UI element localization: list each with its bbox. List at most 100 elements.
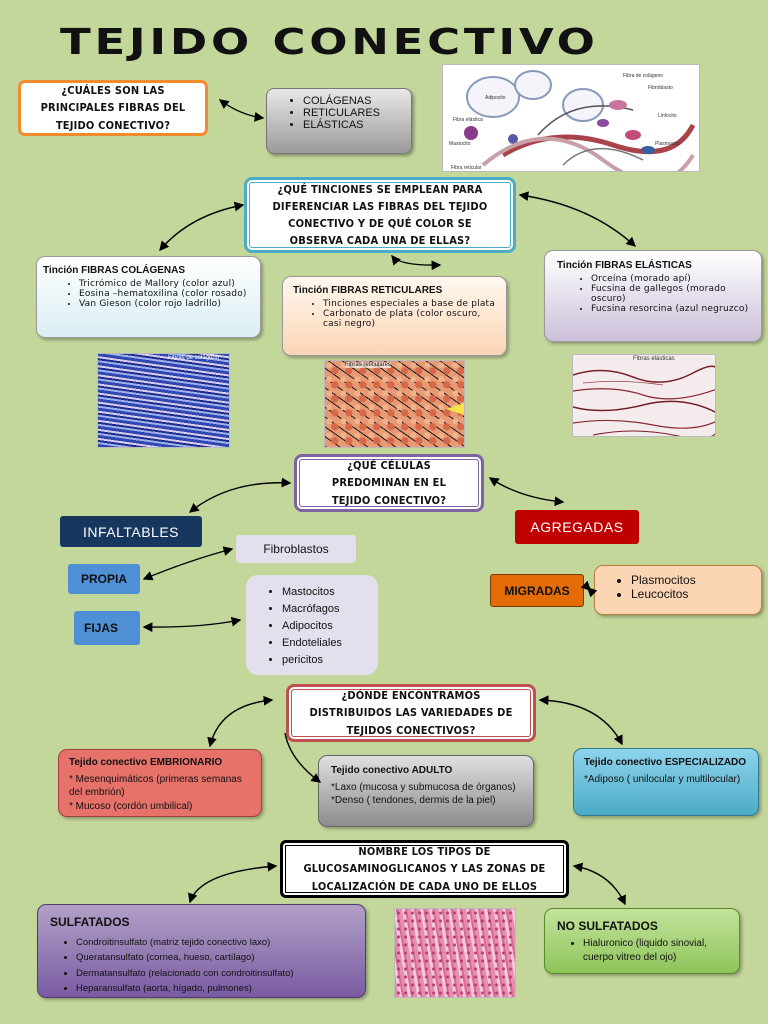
diagram-label: Linfocito xyxy=(658,113,677,119)
tejido-embrionario-box: Tejido conectivo EMBRIONARIO * Mesenquim… xyxy=(58,749,262,817)
silver-stain-marker xyxy=(446,403,464,415)
micrograph-colageno: Fibras de colágeno xyxy=(97,353,230,448)
list-item: COLÁGENAS xyxy=(303,95,407,107)
arrow xyxy=(188,477,292,513)
list-item: Tricrómico de Mallory (color azul) xyxy=(79,279,254,289)
no-sulfatados-header: NO SULFATADOS xyxy=(557,919,658,933)
propia-text: PROPIA xyxy=(80,572,127,586)
arrow xyxy=(188,861,278,904)
diagram-label: Fibra reticular xyxy=(451,165,482,171)
agregadas-text: AGREGADAS xyxy=(530,519,624,535)
micrograph-label: Fibras reticulares xyxy=(345,362,392,368)
infaltables-text: INFALTABLES xyxy=(82,523,179,540)
propia-label: PROPIA xyxy=(68,564,140,594)
list-item: ELÁSTICAS xyxy=(303,119,407,131)
connective-tissue-diagram: Fibra de colágeno Adipocito Fibroblasto … xyxy=(442,64,700,172)
arrow xyxy=(580,580,598,598)
diagram-label: Fibra elástica xyxy=(453,117,483,123)
list-item: Van Gieson (color rojo ladrillo) xyxy=(79,299,254,309)
arrow xyxy=(488,477,565,507)
question-tinciones-text: ¿QUÉ TINCIONES SE EMPLEAN PARA DIFERENCI… xyxy=(272,182,488,248)
arrow xyxy=(207,695,274,748)
micrograph-matriz xyxy=(394,908,516,998)
fibroblastos-text: Fibroblastos xyxy=(263,542,329,556)
fijas-text: FIJAS xyxy=(84,621,119,635)
sulfatados-header: SULFATADOS xyxy=(50,915,130,929)
question-celulas: ¿QUÉ CÉLULAS PREDOMINAN EN EL TEJIDO CON… xyxy=(294,454,484,512)
question-tinciones: ¿QUÉ TINCIONES SE EMPLEAN PARA DIFERENCI… xyxy=(244,177,516,253)
list-item: Hialuronico (liquido sinovial, cuerpo vi… xyxy=(583,937,727,964)
diagram-label: Fibroblasto xyxy=(648,85,673,91)
arrow xyxy=(538,695,623,746)
list-item: Eosina –hematoxilina (color rosado) xyxy=(79,289,254,299)
micrograph-elastica: Fibras elásticas xyxy=(572,354,716,437)
question-distribucion-text: ¿DÓNDE ENCONTRAMOS DISTRIBUIDOS LAS VARI… xyxy=(309,689,513,737)
list-item: pericitos xyxy=(282,652,374,669)
agregadas-label: AGREGADAS xyxy=(515,510,639,544)
list-item: Macrófagos xyxy=(282,601,374,618)
tejido-embrionario-header: Tejido conectivo EMBRIONARIO xyxy=(69,757,223,768)
list-item: Dermatansulfato (relacionado con condroi… xyxy=(76,966,353,981)
list-item: Plasmocitos xyxy=(631,573,757,587)
stain-colagenas-header: Tinción FIBRAS COLÁGENAS xyxy=(43,265,186,276)
list-item: Mastocitos xyxy=(282,584,374,601)
question-glucosaminoglicanos-text: NOMBRE LOS TIPOS DE GLUCOSAMINOGLICANOS … xyxy=(303,845,546,893)
tejido-especializado-box: Tejido conectivo ESPECIALIZADO *Adiposo … xyxy=(573,748,759,816)
arrow xyxy=(572,862,626,906)
migradas-text: MIGRADAS xyxy=(504,583,570,598)
infaltables-label: INFALTABLES xyxy=(60,516,202,547)
list-item: Condroitinsulfato (matriz tejido conecti… xyxy=(76,935,353,950)
text-line: *Laxo (mucosa y submucosa de órganos) xyxy=(331,781,516,793)
list-item: Heparansulfato (aorta, hígado, pulmones) xyxy=(76,981,353,996)
question-glucosaminoglicanos: NOMBRE LOS TIPOS DE GLUCOSAMINOGLICANOS … xyxy=(280,840,569,898)
question-fibras: ¿CUÁLES SON LAS PRINCIPALES FIBRAS DEL T… xyxy=(18,80,208,136)
stain-reticulares-header: Tinción FIBRAS RETICULARES xyxy=(293,285,443,296)
page-title: TEJIDO CONECTIVO xyxy=(60,22,599,63)
arrow xyxy=(391,254,442,271)
diagram-label: Mastocito xyxy=(449,141,471,147)
list-item: Fucsina de gallegos (morado oscuro) xyxy=(591,284,749,304)
tejido-adulto-box: Tejido conectivo ADULTO *Laxo (mucosa y … xyxy=(318,755,534,827)
list-item: RETICULARES xyxy=(303,107,407,119)
arrow xyxy=(159,201,245,252)
diagram-illustration: Fibra de colágeno Adipocito Fibroblasto … xyxy=(449,70,696,171)
list-item: Fucsina resorcina (azul negruzco) xyxy=(591,304,749,314)
tejido-especializado-header: Tejido conectivo ESPECIALIZADO xyxy=(584,757,747,768)
list-item: Tinciones especiales a base de plata xyxy=(323,299,496,309)
arrow xyxy=(142,616,242,633)
text-line: *Denso ( tendones, dermis de la piel) xyxy=(331,795,496,806)
micrograph-reticular: Fibras reticulares xyxy=(324,360,465,448)
text-line: * Mucoso (cordón umbilical) xyxy=(69,800,193,812)
fijas-label: FIJAS xyxy=(74,611,140,645)
diagram-label: Adipocito xyxy=(485,95,506,101)
list-item: Endoteliales xyxy=(282,635,374,652)
migradas-label: MIGRADAS xyxy=(490,574,584,607)
no-sulfatados-box: NO SULFATADOS Hialuronico (liquido sinov… xyxy=(544,908,740,974)
list-item: Queratansulfato (cornea, hueso, cartílag… xyxy=(76,950,353,965)
stain-reticulares-box: Tinción FIBRAS RETICULARES Tinciones esp… xyxy=(282,276,507,356)
tejido-adulto-header: Tejido conectivo ADULTO xyxy=(331,765,453,776)
text-line: *Adiposo ( unilocular y multilocular) xyxy=(584,773,741,785)
arrow xyxy=(218,99,265,122)
diagram-label: Plasmocito xyxy=(655,141,680,147)
micrograph-label: Fibras elásticas xyxy=(633,356,675,362)
elastic-fibers-illustration xyxy=(573,365,715,436)
fibroblastos-box: Fibroblastos xyxy=(236,535,356,563)
fibras-answer-box: COLÁGENAS RETICULARES ELÁSTICAS xyxy=(266,88,412,154)
text-line: * Mesenquimáticos (primeras semanas del … xyxy=(69,773,242,799)
stain-elasticas-box: Tinción FIBRAS ELÁSTICAS Orceína (morado… xyxy=(544,250,762,342)
list-item: Adipocitos xyxy=(282,618,374,635)
list-item: Carbonato de plata (color oscuro, casi n… xyxy=(323,309,496,329)
diagram-label: Fibra de colágeno xyxy=(623,73,663,79)
migradas-list-box: Plasmocitos Leucocitos xyxy=(594,565,762,615)
question-celulas-text: ¿QUÉ CÉLULAS PREDOMINAN EN EL TEJIDO CON… xyxy=(331,459,447,507)
arrow xyxy=(142,546,234,581)
list-item: Orceína (morado apí) xyxy=(591,274,749,284)
arrow xyxy=(518,191,637,247)
sulfatados-box: SULFATADOS Condroitinsulfato (matriz tej… xyxy=(37,904,366,998)
question-distribucion: ¿DÓNDE ENCONTRAMOS DISTRIBUIDOS LAS VARI… xyxy=(286,684,536,742)
micrograph-label: Fibras de colágeno xyxy=(168,355,220,361)
fijas-list-box: Mastocitos Macrófagos Adipocitos Endotel… xyxy=(246,575,378,675)
question-fibras-text: ¿CUÁLES SON LAS PRINCIPALES FIBRAS DEL T… xyxy=(40,84,186,132)
list-item: Leucocitos xyxy=(631,587,757,601)
